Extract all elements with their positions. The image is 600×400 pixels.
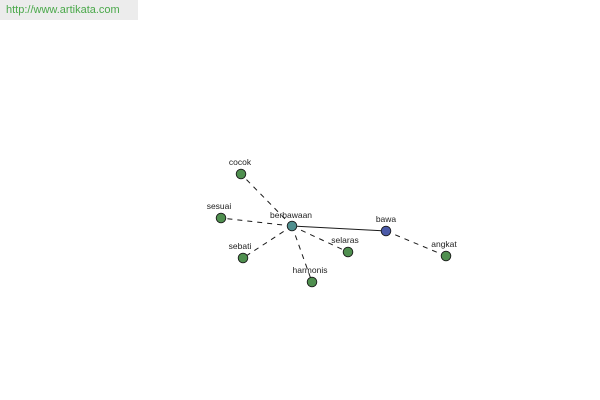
node-label-cocok[interactable]: cocok xyxy=(229,157,252,167)
node-cocok[interactable] xyxy=(235,168,247,180)
node-sebati[interactable] xyxy=(237,252,249,264)
node-label-berbawaan[interactable]: berbawaan xyxy=(270,210,312,220)
node-angkat[interactable] xyxy=(440,250,452,262)
node-label-angkat[interactable]: angkat xyxy=(431,239,457,249)
node-label-harmonis[interactable]: harmonis xyxy=(293,265,328,275)
edge-berbawaan-bawa xyxy=(291,225,387,232)
nodes-layer xyxy=(215,168,452,288)
edge-berbawaan-sesuai xyxy=(220,217,293,227)
node-selaras[interactable] xyxy=(342,246,354,258)
node-sesuai[interactable] xyxy=(215,212,227,224)
edges-layer xyxy=(220,173,447,283)
labels-layer: berbawaan bawa cocok sesuai sebati harmonis se… xyxy=(207,157,458,275)
edge-berbawaan-selaras xyxy=(291,225,349,253)
site-watermark: http://www.artikata.com xyxy=(0,0,138,20)
node-bawa[interactable] xyxy=(380,225,392,237)
node-label-sebati[interactable]: sebati xyxy=(229,241,252,251)
node-label-sesuai[interactable]: sesuai xyxy=(207,201,232,211)
node-label-selaras[interactable]: selaras xyxy=(331,235,358,245)
watermark-url: http://www.artikata.com xyxy=(6,4,120,16)
node-berbawaan[interactable] xyxy=(286,220,298,232)
node-harmonis[interactable] xyxy=(306,276,318,288)
node-label-bawa[interactable]: bawa xyxy=(376,214,397,224)
edge-bawa-angkat xyxy=(385,230,447,257)
edge-berbawaan-cocok xyxy=(240,173,293,227)
